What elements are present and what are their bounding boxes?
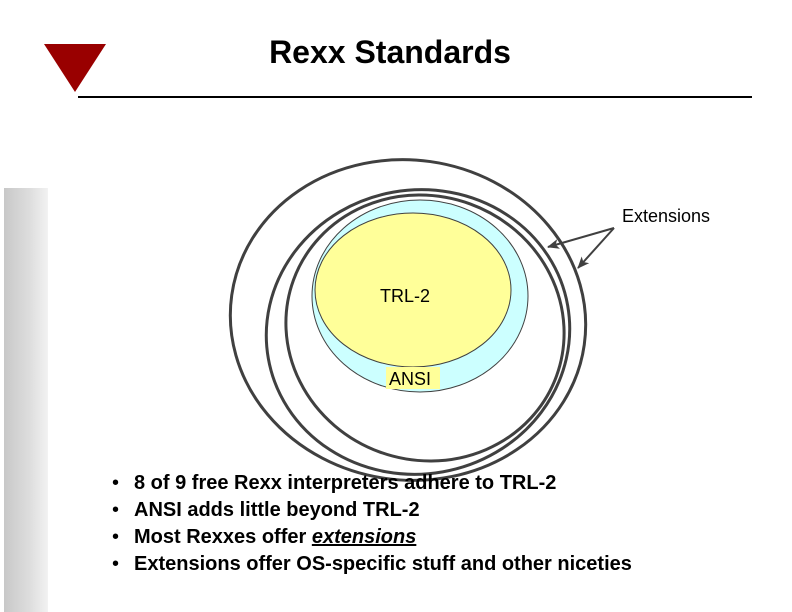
extension-ring-outer [228,158,588,482]
extensions-label: Extensions [622,206,710,226]
bullet-item: • Extensions offer OS-specific stuff and… [112,551,632,578]
ansi-label-box [386,367,440,389]
bullet-text: Most Rexxes offer [134,526,312,548]
trl2-label: TRL-2 [380,286,430,306]
extension-ring-middle [264,188,572,476]
side-gradient-bar [4,188,48,612]
title-divider [78,96,752,98]
bullet-dot: • [112,553,120,575]
bullet-text: 8 of 9 free Rexx interpreters adhere to … [134,472,557,494]
ansi-label: ANSI [389,369,431,389]
bullet-list: • 8 of 9 free Rexx interpreters adhere t… [112,470,632,578]
bullet-item: • ANSI adds little beyond TRL-2 [112,497,632,524]
extensions-emphasis: extensions [311,526,417,548]
extension-arrow-1 [547,227,615,249]
extension-ring-inner [284,193,566,463]
bullet-item: • 8 of 9 free Rexx interpreters adhere t… [112,470,632,497]
triangle-logo-icon [44,44,106,92]
bullet-text: ANSI adds little beyond TRL-2 [134,499,420,521]
extension-arrow-2 [577,227,615,269]
bullet-dot: • [112,472,120,494]
bullet-dot: • [112,499,120,521]
bullet-text: Extensions offer OS-specific stuff and o… [134,553,632,575]
bullet-dot: • [112,526,120,548]
slide-title: Rexx Standards [269,34,511,70]
bullet-item: • Most Rexxes offer extensions [112,524,632,551]
